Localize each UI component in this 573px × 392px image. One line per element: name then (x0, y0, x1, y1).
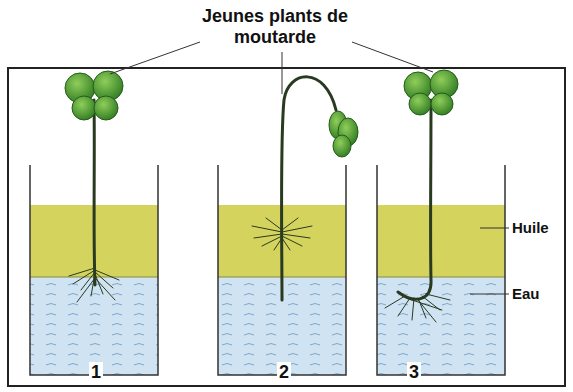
plant-2 (252, 77, 336, 300)
leader-lines (110, 42, 509, 294)
substance-label: Huile (512, 219, 549, 236)
plant-3 (385, 100, 450, 322)
callout-number: 2 (277, 362, 291, 383)
plant-1-leaves (65, 71, 123, 120)
plant-2-leaves (329, 111, 358, 157)
callout-number: 1 (89, 362, 103, 383)
plant-3-leaves (404, 70, 458, 115)
figure-title: Jeunes plants de moutarde (180, 6, 370, 48)
beaker-3 (377, 165, 505, 375)
substance-label: Eau (512, 285, 540, 302)
callout-number: 3 (407, 362, 421, 383)
plant-1 (69, 100, 119, 302)
